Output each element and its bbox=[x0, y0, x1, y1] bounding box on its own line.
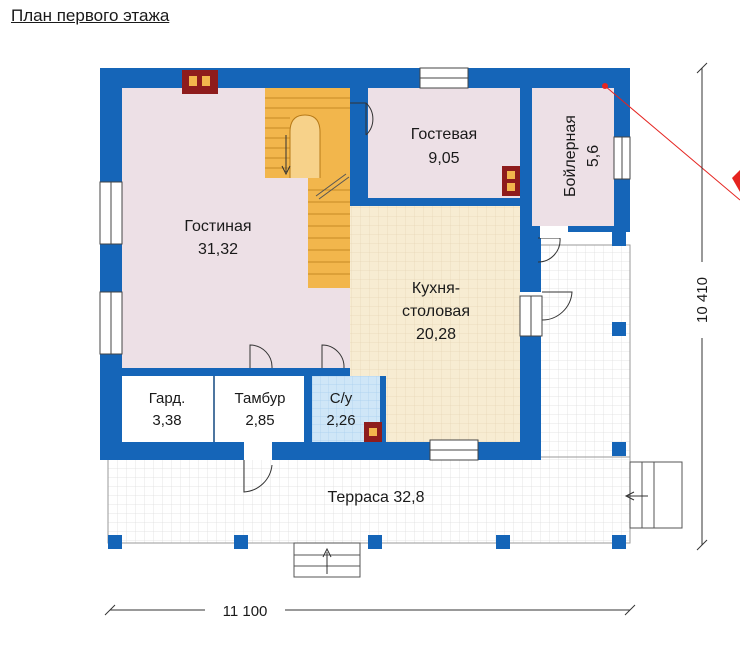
height-dimension: 10 410 bbox=[692, 62, 712, 551]
boiler-room bbox=[532, 88, 614, 226]
guest-room-name: Гостевая bbox=[411, 126, 477, 143]
width-dimension: 11 100 bbox=[104, 600, 636, 620]
terrace-steps bbox=[293, 461, 683, 578]
guest-room-area: 9,05 bbox=[428, 150, 459, 167]
wardrobe-name: Гард. bbox=[149, 390, 186, 407]
windows bbox=[99, 67, 631, 461]
vestibule-area: 2,85 bbox=[245, 412, 274, 429]
wardrobe-room bbox=[122, 376, 213, 442]
kitchen-name-2: столовая bbox=[402, 303, 470, 320]
wardrobe-area: 3,38 bbox=[152, 412, 181, 429]
vestibule-name: Тамбур bbox=[235, 390, 286, 407]
width-dimension-value: 11 100 bbox=[223, 603, 268, 620]
vestibule-room bbox=[215, 376, 304, 442]
terrace-label: Терраса 32,8 bbox=[328, 489, 425, 506]
kitchen-area: 20,28 bbox=[416, 326, 456, 343]
gallery-floor bbox=[535, 244, 631, 458]
living-room-name: Гостиная bbox=[184, 218, 251, 235]
guest-room bbox=[368, 88, 520, 198]
page-title-link[interactable]: План первого этажа bbox=[11, 6, 170, 25]
boiler-room-name: Бойлерная bbox=[562, 115, 579, 197]
kitchen-name-1: Кухня- bbox=[412, 280, 460, 297]
chimneys bbox=[182, 70, 520, 442]
doors bbox=[243, 102, 573, 493]
annotation-mark bbox=[602, 83, 740, 201]
wc-area: 2,26 bbox=[326, 412, 355, 429]
wc-name: С/у bbox=[330, 390, 353, 407]
living-room-area: 31,32 bbox=[198, 241, 238, 258]
staircase bbox=[265, 88, 350, 288]
height-dimension-value: 10 410 bbox=[694, 277, 711, 323]
boiler-room-area: 5,6 bbox=[585, 145, 602, 167]
terrace-posts bbox=[108, 232, 626, 549]
